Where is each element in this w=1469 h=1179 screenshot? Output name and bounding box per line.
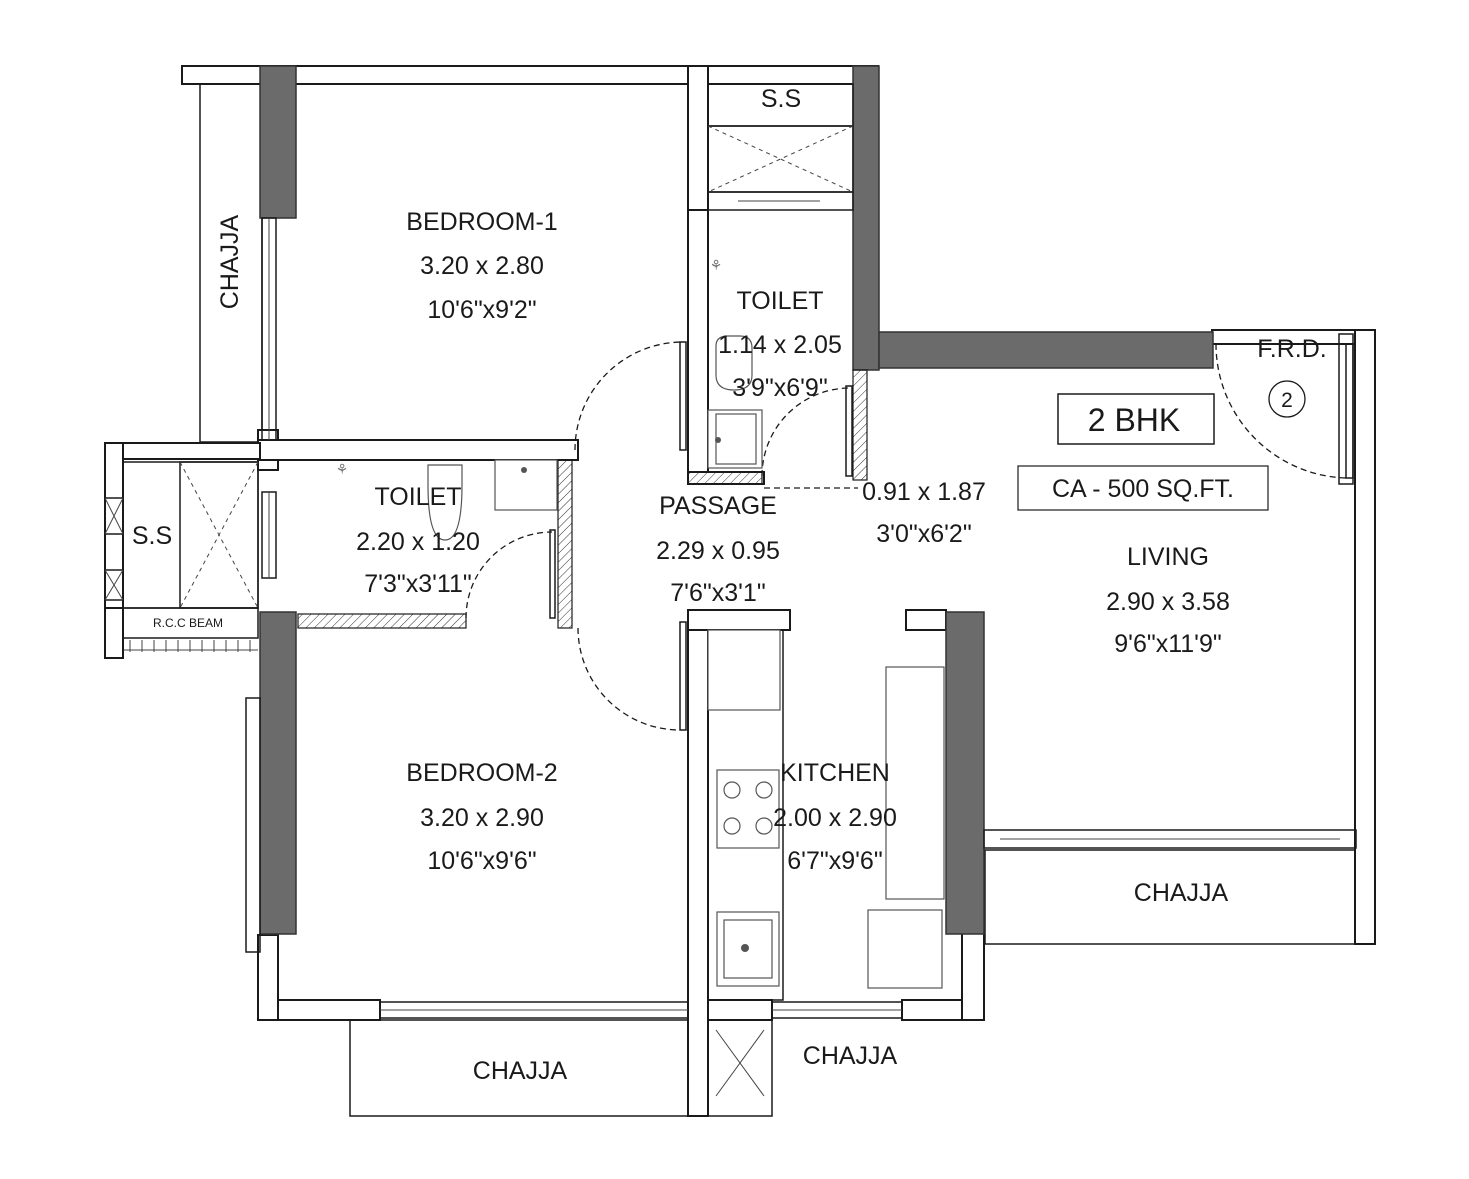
chajja-bottom-bedroom-label: CHAJJA: [473, 1057, 568, 1085]
carpet-area-box: [1017, 465, 1269, 511]
toilet2-name: TOILET: [374, 483, 461, 511]
kitchen-imperial: 6'7"x9'6": [787, 847, 882, 875]
toilet2-imperial: 7'3"x3'11": [364, 570, 471, 598]
svg-text:⚘: ⚘: [336, 461, 349, 477]
shaft-top: [707, 83, 854, 193]
toilet2-fixtures: ⚘: [336, 459, 558, 541]
kitchen-fixtures: [707, 629, 945, 1001]
living-metric: 2.90 x 3.58: [1106, 588, 1230, 616]
unit-type-label: 2 BHK: [1088, 402, 1180, 438]
chajja-left-label: CHAJJA: [216, 214, 244, 309]
shaft-left: [104, 442, 261, 659]
living-imperial: 9'6"x11'9": [1114, 630, 1221, 658]
passage-name: PASSAGE: [659, 492, 777, 520]
toilet1-name: TOILET: [736, 287, 823, 315]
rcc-beam-ticks: [123, 640, 258, 652]
toilet1-metric: 1.14 x 2.05: [718, 331, 842, 359]
unit-type-box: [1057, 393, 1215, 445]
bedroom2-metric: 3.20 x 2.90: [420, 804, 544, 832]
bedroom1-metric: 3.20 x 2.80: [420, 252, 544, 280]
doors: [465, 341, 1354, 731]
shaft-top-label: S.S: [761, 85, 801, 113]
rcc-beam-label: R.C.C BEAM: [153, 616, 223, 630]
entry-metric: 0.91 x 1.87: [862, 478, 986, 506]
frd-label: F.R.D.: [1257, 335, 1326, 363]
passage-metric: 2.29 x 0.95: [656, 537, 780, 565]
outer-walls: [181, 65, 1376, 1117]
bedroom2-imperial: 10'6"x9'6": [427, 847, 536, 875]
shaft-left-label: S.S: [132, 522, 172, 550]
frd-number-circle: [1268, 380, 1306, 418]
kitchen-metric: 2.00 x 2.90: [773, 804, 897, 832]
passage-imperial: 7'6"x3'1": [670, 579, 765, 607]
chajja-bottom-kitchen-outline: [707, 1019, 773, 1117]
chajja-bottom-kitchen-label: CHAJJA: [803, 1042, 898, 1070]
rcc-columns: [259, 65, 1214, 935]
chajja-living-label: CHAJJA: [1134, 879, 1229, 907]
frd-number: 2: [1281, 389, 1293, 412]
living-name: LIVING: [1127, 543, 1209, 571]
bedroom1-name: BEDROOM-1: [406, 208, 557, 236]
kitchen-name: KITCHEN: [780, 759, 890, 787]
toilet2-metric: 2.20 x 1.20: [356, 528, 480, 556]
bedroom2-name: BEDROOM-2: [406, 759, 557, 787]
bedroom1-imperial: 10'6"x9'2": [427, 296, 536, 324]
toilet1-imperial: 3'9"x6'9": [732, 374, 827, 402]
svg-text:⚘: ⚘: [710, 257, 723, 273]
windows: [245, 191, 1357, 1019]
toilet1-fixtures: ⚘: [707, 257, 763, 469]
carpet-area-label: CA - 500 SQ.FT.: [1052, 475, 1234, 503]
hatched-partitions: [297, 369, 868, 629]
entry-imperial: 3'0"x6'2": [876, 520, 971, 548]
